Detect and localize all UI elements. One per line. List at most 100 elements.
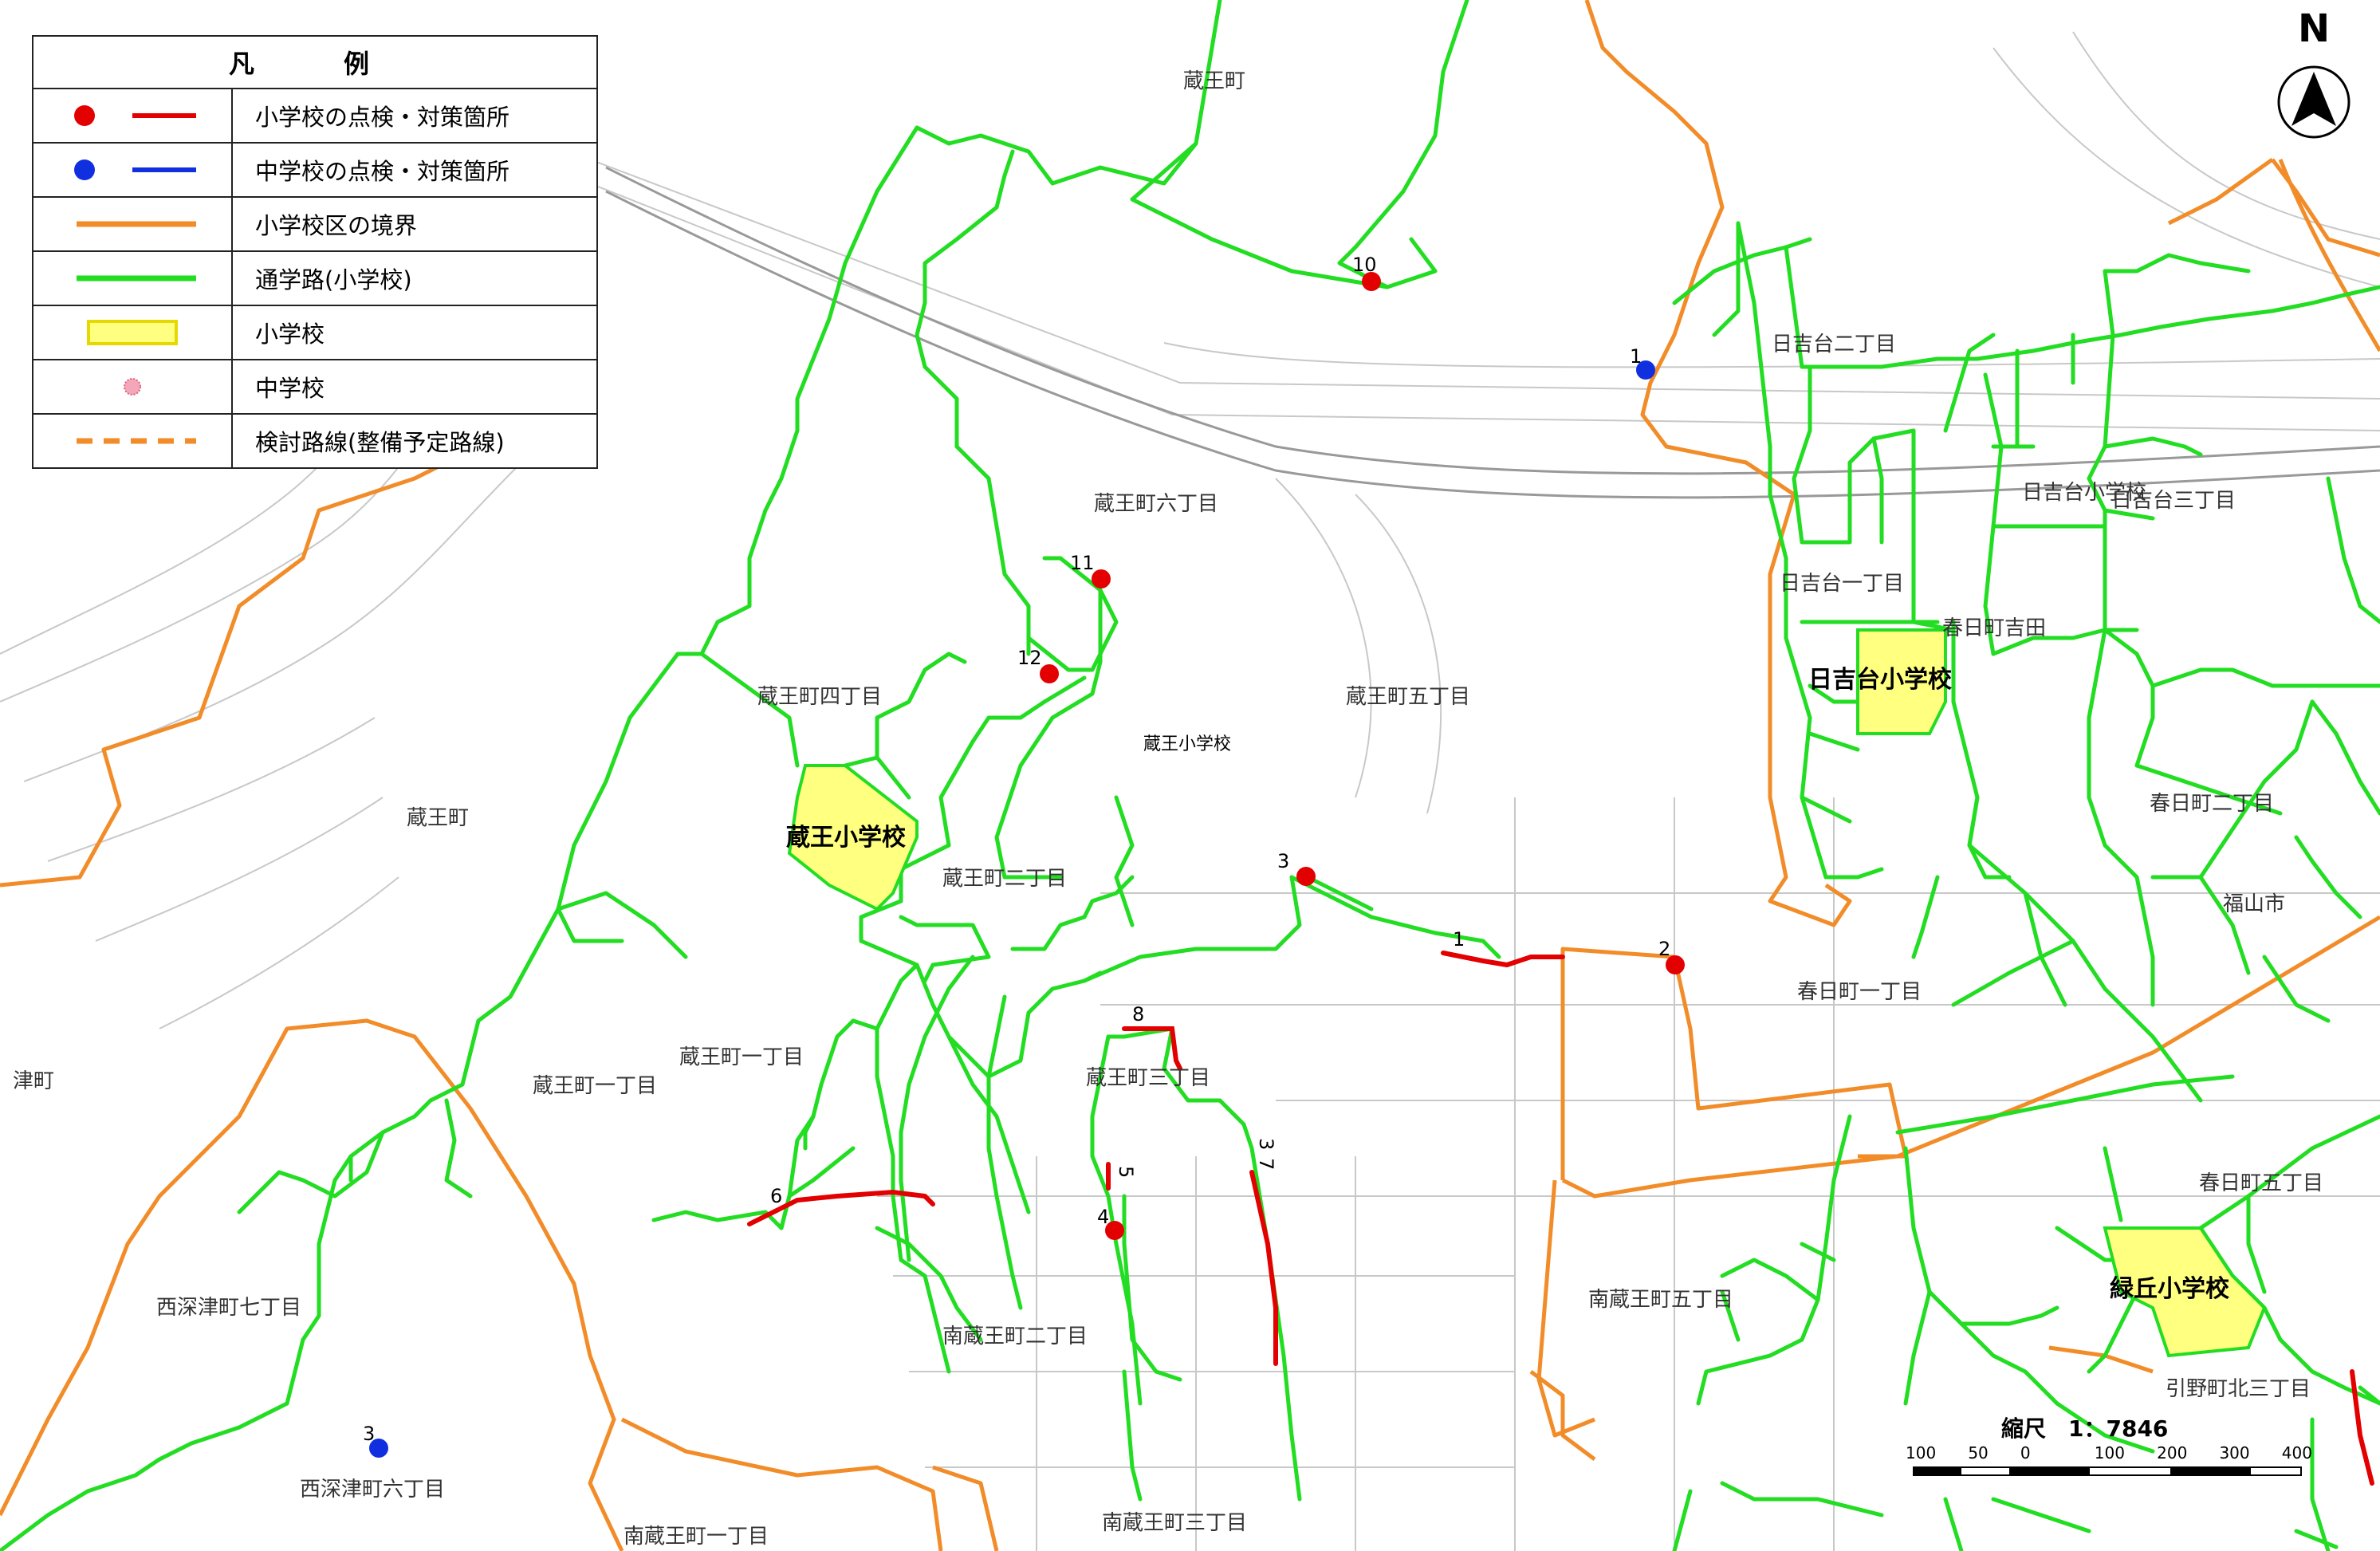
check-point-10 bbox=[1092, 569, 1111, 589]
scale-title: 縮尺 1：7846 bbox=[2001, 1415, 2169, 1442]
scale-tick: 100 bbox=[2094, 1443, 2125, 1462]
num-12: 3 bbox=[1277, 850, 1289, 872]
area-label: 福山市 bbox=[2223, 892, 2285, 916]
legend-row: 中学校 bbox=[33, 360, 596, 415]
area-label: 蔵王町 bbox=[407, 806, 469, 830]
area-label: 春日町一丁目 bbox=[1797, 980, 1922, 1004]
legend-label: 小学校の点検・対策箇所 bbox=[255, 104, 510, 131]
legend-row: 小学校 bbox=[33, 306, 596, 360]
legend-label: 中学校 bbox=[255, 375, 325, 402]
num-4: 4 bbox=[1097, 1206, 1109, 1228]
legend-label: 検討路線(整備予定路線) bbox=[255, 429, 505, 456]
scale-tick: 200 bbox=[2157, 1443, 2188, 1462]
pink-hatched-dot-icon bbox=[33, 360, 233, 413]
check-point-9 bbox=[1362, 272, 1381, 291]
jh-check-point-3 bbox=[369, 1439, 388, 1458]
base-map-lines bbox=[0, 31, 2380, 1551]
check-point-11 bbox=[1040, 664, 1059, 683]
area-label: 春日町五丁目 bbox=[2199, 1171, 2323, 1195]
num-9: 10 bbox=[1352, 254, 1377, 276]
area-label: 南蔵王町二丁目 bbox=[942, 1325, 1088, 1348]
scale-ruler bbox=[1913, 1466, 2302, 1476]
school-area-zao bbox=[787, 764, 919, 911]
area-label: 蔵王小学校 bbox=[1143, 734, 1231, 754]
area-label: 南蔵王町三丁目 bbox=[1102, 1511, 1247, 1535]
num-7: 7 bbox=[1255, 1158, 1277, 1170]
area-label: 西深津町六丁目 bbox=[300, 1478, 445, 1502]
area-label: 蔵王町一丁目 bbox=[533, 1074, 657, 1098]
area-label: 引野町北三丁目 bbox=[2166, 1377, 2311, 1401]
jh-num-3: 3 bbox=[363, 1423, 375, 1445]
school-labels: 蔵王小学校 日吉台小学校 緑丘小学校 bbox=[786, 666, 2229, 1303]
num-6: 6 bbox=[770, 1185, 782, 1207]
scale-tick: 300 bbox=[2219, 1443, 2250, 1462]
area-label: 蔵王町五丁目 bbox=[1346, 685, 1470, 709]
area-label: 蔵王町 bbox=[1183, 69, 1245, 93]
school-label-hiyoshidai: 日吉台小学校 bbox=[1808, 666, 1952, 694]
num-10: 11 bbox=[1070, 552, 1095, 574]
scale-tick: 50 bbox=[1968, 1443, 1989, 1462]
legend-row: 通学路(小学校) bbox=[33, 252, 596, 306]
area-label: 日吉台一丁目 bbox=[1780, 572, 1904, 596]
check-point-4 bbox=[1105, 1221, 1124, 1240]
blue-point-line-icon bbox=[33, 144, 233, 196]
num-8: 8 bbox=[1132, 1003, 1144, 1025]
elementary-check-points bbox=[1040, 272, 1685, 1240]
num-11: 12 bbox=[1017, 647, 1042, 669]
jh-check-point-1 bbox=[1636, 360, 1655, 380]
area-label: 日吉台三丁目 bbox=[2111, 489, 2236, 513]
school-area-midorigaoka bbox=[2103, 1226, 2267, 1358]
orange-dotted-line-icon bbox=[33, 415, 233, 467]
legend-label: 小学校 bbox=[255, 321, 325, 348]
legend-label: 中学校の点検・対策箇所 bbox=[255, 158, 510, 185]
elementary-check-lines bbox=[747, 951, 2374, 1486]
area-label: 蔵王町三丁目 bbox=[1086, 1066, 1210, 1090]
school-label-midorigaoka: 緑丘小学校 bbox=[2110, 1275, 2229, 1303]
red-point-line-icon bbox=[33, 89, 233, 142]
area-label: 春日町二丁目 bbox=[2150, 792, 2274, 816]
north-label: N bbox=[2298, 6, 2331, 51]
area-label: 蔵王町一丁目 bbox=[679, 1045, 804, 1069]
north-arrow: N bbox=[2271, 6, 2365, 142]
area-label: 春日町吉田 bbox=[1942, 616, 2046, 640]
legend-title: 凡 例 bbox=[33, 37, 596, 89]
num-1: 1 bbox=[1453, 928, 1465, 951]
junior-high-check-points bbox=[369, 360, 1655, 1458]
compass-arrow-icon bbox=[2277, 65, 2350, 139]
check-point-12 bbox=[1296, 867, 1316, 886]
orange-line-icon bbox=[33, 198, 233, 250]
area-label: 津町 bbox=[13, 1069, 54, 1093]
legend-row: 小学校区の境界 bbox=[33, 198, 596, 252]
num-3b: 3 bbox=[1255, 1138, 1277, 1150]
school-label-zao: 蔵王小学校 bbox=[786, 824, 906, 852]
legend: 凡 例 小学校の点検・対策箇所 中学校の点検・対策箇所 小学校区の境界 通学路(… bbox=[32, 35, 598, 469]
legend-row: 中学校の点検・対策箇所 bbox=[33, 144, 596, 198]
area-label: 日吉台二丁目 bbox=[1772, 333, 1896, 356]
area-label: 西深津町七丁目 bbox=[156, 1296, 301, 1320]
scale-tick: 0 bbox=[2020, 1443, 2031, 1462]
area-label: 南蔵王町五丁目 bbox=[1588, 1288, 1733, 1312]
check-point-numbers: 10 11 12 3 2 4 5 6 7 8 1 3 1 3 bbox=[363, 254, 1670, 1445]
jh-num-1: 1 bbox=[1630, 345, 1642, 368]
area-label: 南蔵王町一丁目 bbox=[624, 1525, 769, 1549]
area-label: 蔵王町四丁目 bbox=[757, 685, 882, 709]
legend-row: 検討路線(整備予定路線) bbox=[33, 415, 596, 467]
scale-ticks: 100 50 0 100 200 300 400 bbox=[1906, 1443, 2312, 1462]
num-2: 2 bbox=[1658, 938, 1670, 960]
legend-row: 小学校の点検・対策箇所 bbox=[33, 89, 596, 144]
area-label: 日吉台小学校 bbox=[2022, 481, 2146, 505]
scale-tick: 100 bbox=[1906, 1443, 1937, 1462]
green-line-icon bbox=[33, 252, 233, 305]
highway bbox=[605, 166, 2380, 499]
area-label: 蔵王町二丁目 bbox=[942, 867, 1067, 891]
legend-label: 小学校区の境界 bbox=[255, 212, 418, 239]
legend-label: 通学路(小学校) bbox=[255, 266, 412, 293]
yellow-area-icon bbox=[33, 306, 233, 359]
school-area-hiyoshidai bbox=[1856, 628, 1947, 735]
num-5: 5 bbox=[1115, 1166, 1137, 1178]
scale-tick: 400 bbox=[2281, 1443, 2312, 1462]
area-labels: 蔵王町 蔵王町六丁目 蔵王町四丁目 蔵王町五丁目 蔵王町二丁目 蔵王町一丁目 蔵… bbox=[13, 69, 2323, 1549]
